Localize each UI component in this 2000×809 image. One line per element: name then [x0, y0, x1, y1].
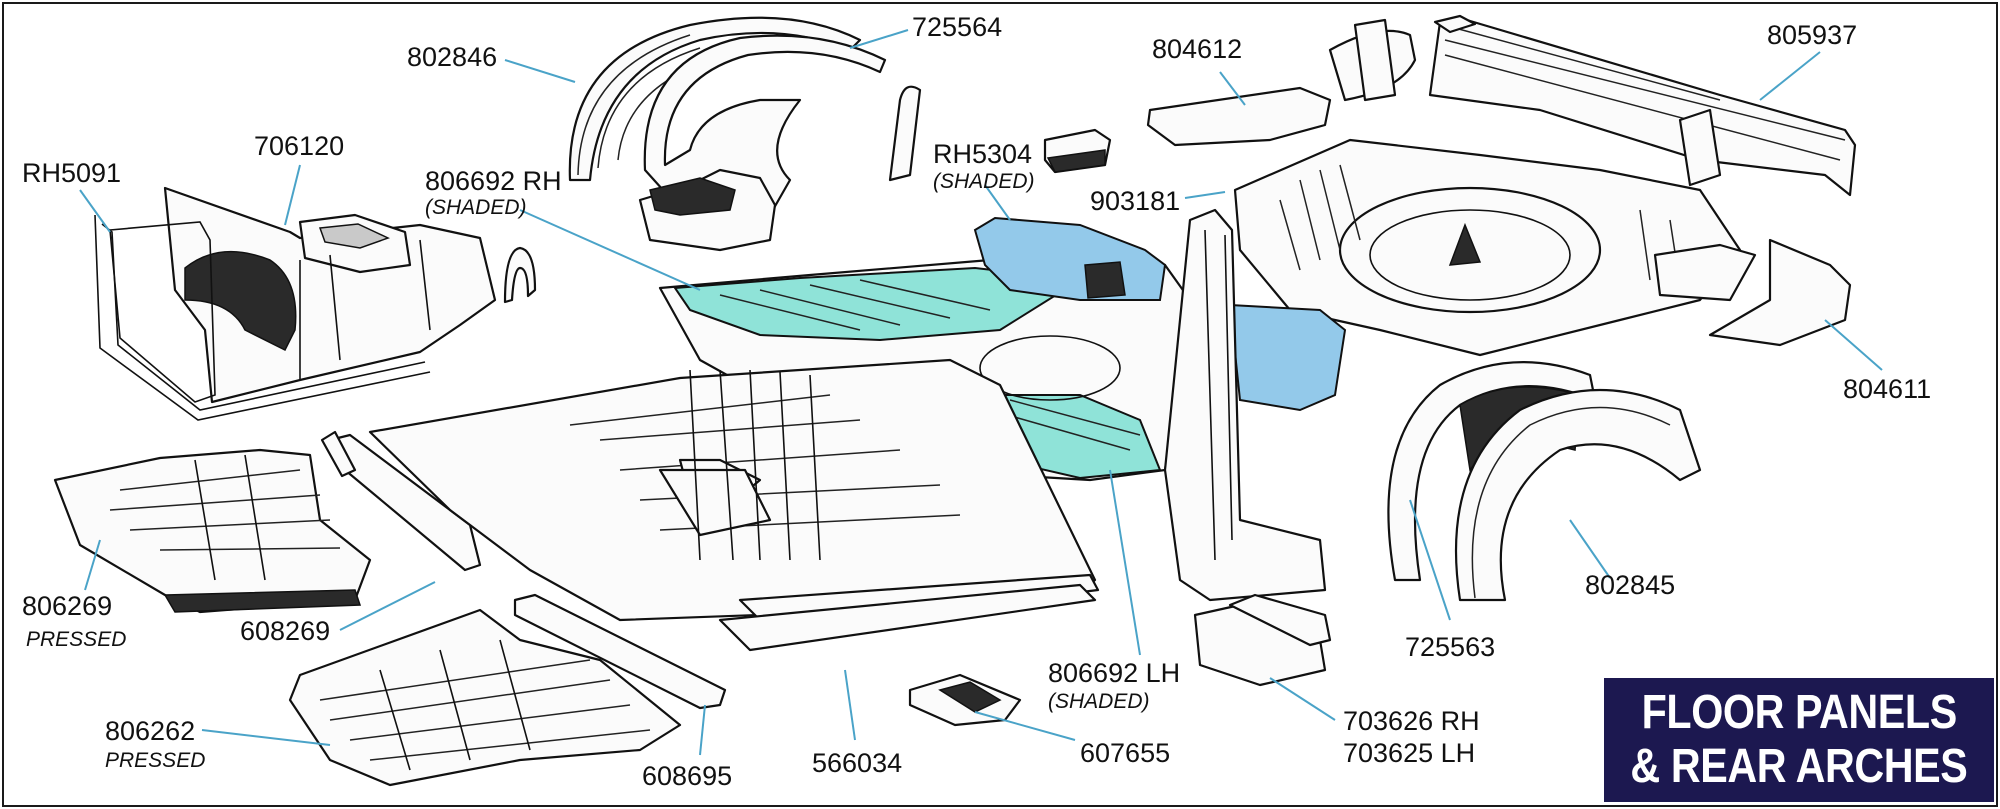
- title-line-1: FLOOR PANELS: [1641, 686, 1957, 739]
- leader-lines: [79, 29, 1883, 756]
- part-566034-drawing: [718, 583, 1097, 652]
- label-804611: 804611: [1843, 374, 1931, 404]
- label-806692-rh: 806692 RH: [425, 166, 562, 196]
- part-607655-drawing: [908, 673, 1022, 727]
- part-903181-drawing: [1043, 128, 1112, 174]
- part-706120-drawing: [94, 186, 497, 421]
- part-804612-drawing: [1146, 18, 1417, 147]
- part-802845-drawing: [1454, 388, 1702, 602]
- label-903181: 903181: [1090, 186, 1180, 216]
- label-806692-rh-note: (SHADED): [425, 196, 527, 219]
- part-front-floor-rh-drawing: [368, 358, 1100, 632]
- label-703626: 703626 RH: [1343, 706, 1480, 736]
- label-566034: 566034: [812, 748, 902, 778]
- label-RH5091: RH5091: [22, 158, 121, 188]
- part-rear-floor-drawing: [1233, 108, 1852, 357]
- label-802845: 802845: [1585, 570, 1675, 600]
- title-line-2: & REAR ARCHES: [1630, 740, 1968, 793]
- label-806262-note: PRESSED: [105, 749, 205, 772]
- label-806692-lh-note: (SHADED): [1048, 690, 1150, 713]
- part-725564-drawing: [638, 34, 922, 252]
- part-802846-drawing: [568, 16, 862, 182]
- title-banner: FLOOR PANELS & REAR ARCHES: [1604, 678, 1994, 802]
- label-RH5304-note: (SHADED): [933, 170, 1035, 193]
- part-806269-drawing: [53, 448, 372, 614]
- label-RH5304: RH5304: [933, 139, 1032, 169]
- label-725563: 725563: [1405, 632, 1495, 662]
- label-804612: 804612: [1152, 34, 1242, 64]
- label-608269: 608269: [240, 616, 330, 646]
- part-608269-drawing: [320, 430, 482, 572]
- part-805937-drawing: [1428, 14, 1857, 197]
- label-806269: 806269: [22, 591, 112, 621]
- part-806262-drawing: [288, 608, 682, 787]
- part-703626-drawing: [1193, 593, 1332, 687]
- label-607655: 607655: [1080, 738, 1170, 768]
- label-806692-lh: 806692 LH: [1048, 658, 1180, 688]
- label-706120: 706120: [254, 131, 344, 161]
- part-608695-drawing: [513, 593, 727, 710]
- label-608695: 608695: [642, 761, 732, 791]
- part-sill-post-drawing: [1163, 208, 1327, 602]
- label-805937: 805937: [1767, 20, 1857, 50]
- label-802846: 802846: [407, 42, 497, 72]
- label-806262: 806262: [105, 716, 195, 746]
- label-703625: 703625 LH: [1343, 738, 1475, 768]
- label-725564: 725564: [912, 12, 1002, 42]
- label-806269-note: PRESSED: [26, 628, 126, 651]
- part-706120-clip: [503, 246, 537, 304]
